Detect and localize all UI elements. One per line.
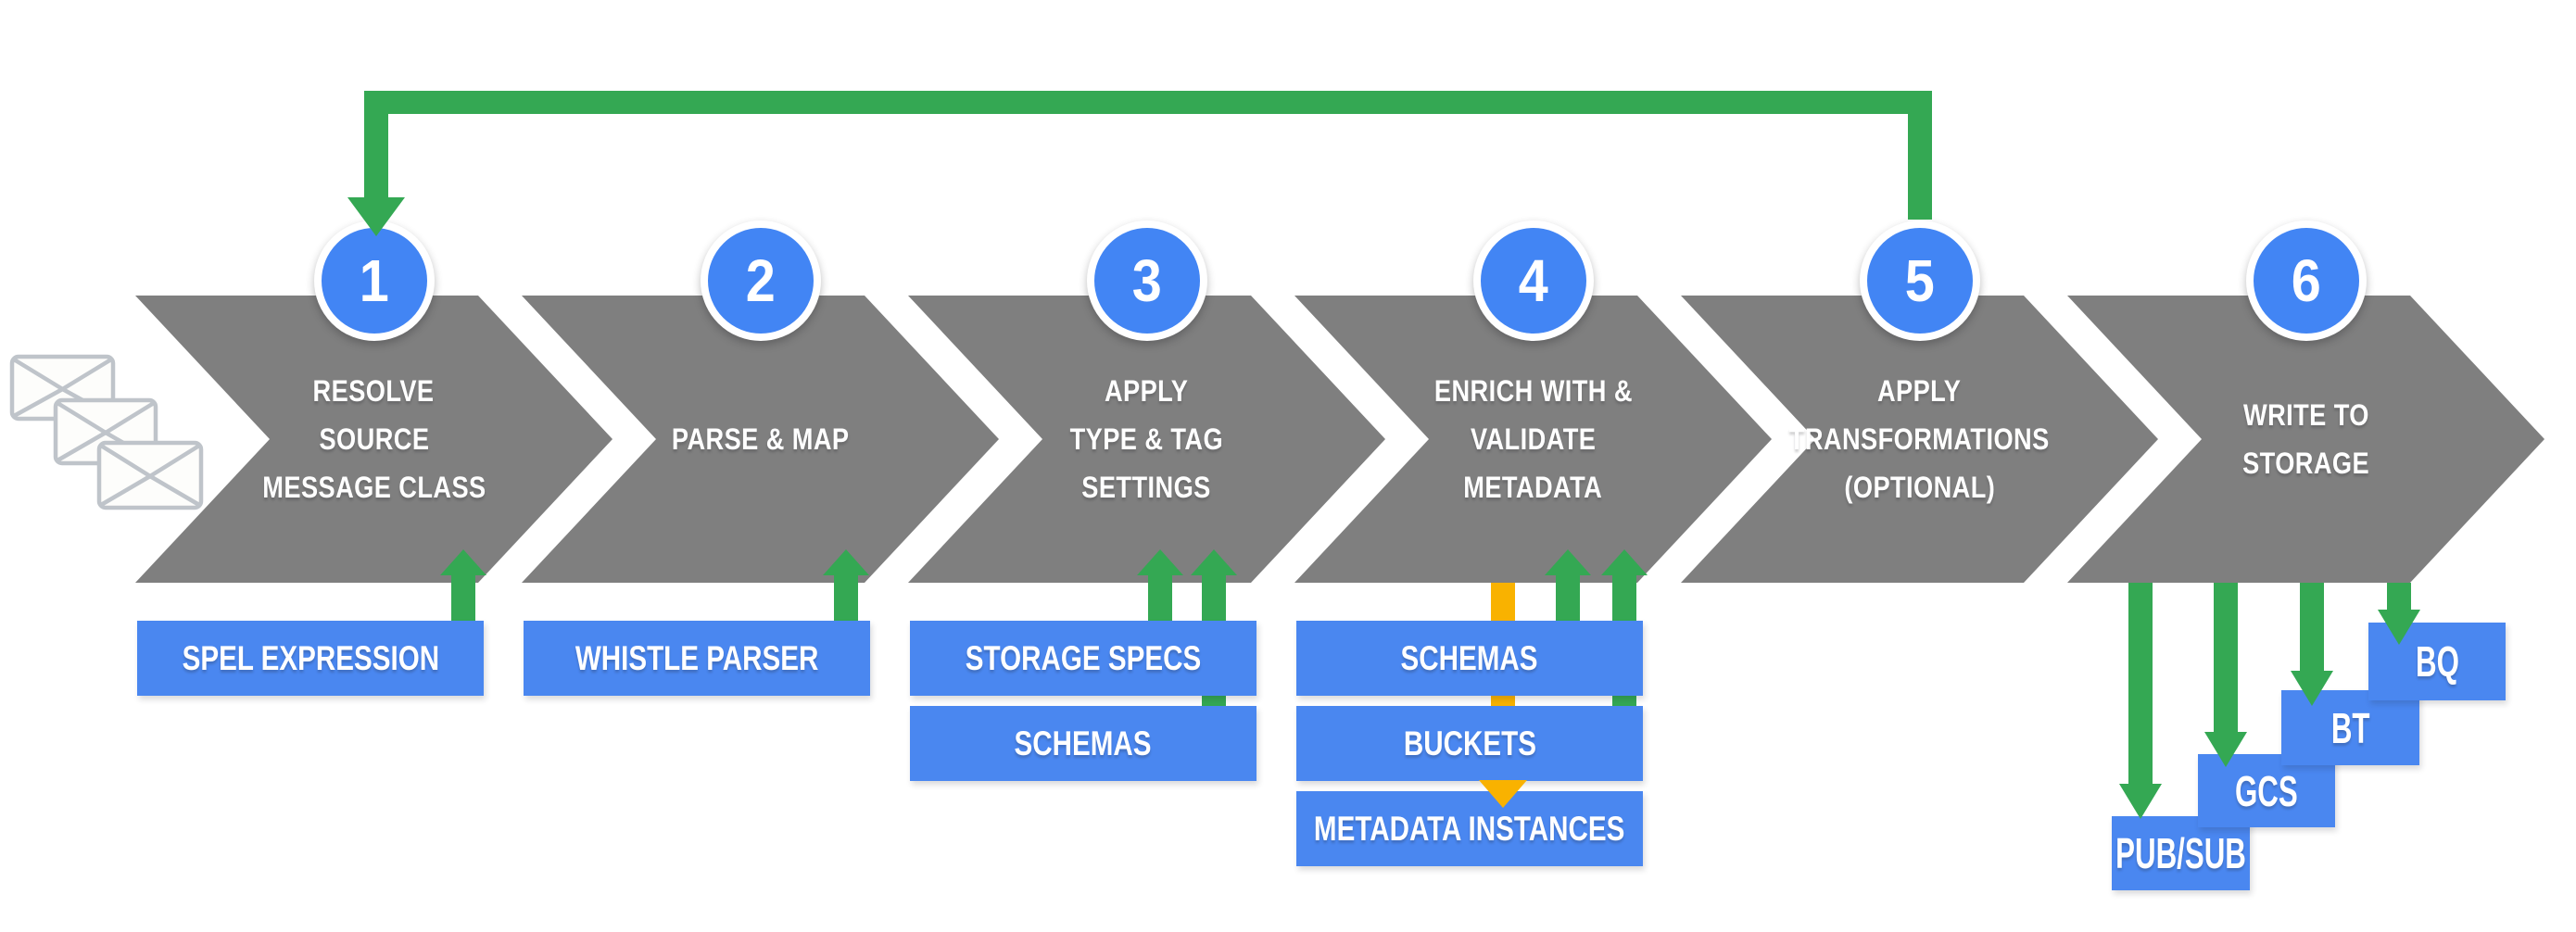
storage-target-gcs: GCS — [2198, 754, 2335, 827]
step-number: 5 — [1904, 247, 1936, 314]
feedback-loop-right-shaft — [1908, 91, 1932, 220]
step-number-badge-2: 2 — [701, 220, 821, 341]
chevron-shape — [908, 296, 1385, 583]
step-number-badge-6: 6 — [2246, 220, 2367, 341]
output-arrow-shaft — [2128, 583, 2153, 784]
step-label-line: TYPE & TAG — [1069, 422, 1224, 456]
resource-box-label: STORAGE SPECS — [965, 638, 1202, 677]
step-number-badge-3: 3 — [1087, 220, 1207, 341]
up-arrowhead-icon — [823, 549, 869, 575]
resource-box-metadata-instances: METADATA INSTANCES — [1296, 791, 1643, 866]
chevron-step-2: PARSE & MAP — [522, 296, 999, 583]
metadata-arrowhead-icon — [1479, 780, 1527, 808]
storage-target-label: BT — [2330, 703, 2370, 752]
resource-box-schemas-step3: SCHEMAS — [910, 706, 1256, 781]
up-arrowhead-icon — [1545, 549, 1591, 575]
output-arrowhead-icon — [2119, 784, 2162, 819]
output-arrow-shaft — [2387, 583, 2411, 610]
step-label-6: WRITE TO STORAGE — [2067, 296, 2544, 583]
step-number: 2 — [745, 247, 777, 314]
storage-target-pubsub: PUB/SUB — [2112, 816, 2250, 890]
step-label-line: (OPTIONAL) — [1844, 471, 1995, 504]
step-label-2: PARSE & MAP — [522, 296, 999, 583]
resource-box-label: METADATA INSTANCES — [1314, 809, 1625, 848]
resource-box-label: SCHEMAS — [1014, 724, 1153, 762]
chevron-step-5: APPLY TRANSFORMATIONS (OPTIONAL) — [1681, 296, 2158, 583]
step-number: 1 — [359, 247, 390, 314]
chevron-shape — [1294, 296, 1772, 583]
chevron-shape — [522, 296, 999, 583]
feedback-loop-arrowhead-icon — [347, 197, 405, 236]
step-label-line: STORAGE — [2242, 447, 2369, 480]
up-arrowhead-icon — [440, 549, 486, 575]
storage-target-label: GCS — [2235, 766, 2298, 815]
chevron-step-4: ENRICH WITH & VALIDATE METADATA — [1294, 296, 1772, 583]
step-label-line: APPLY — [1105, 374, 1189, 408]
step-label-line: RESOLVE — [313, 374, 435, 408]
storage-target-label: BQ — [2415, 637, 2459, 686]
output-arrow-shaft — [2214, 583, 2238, 732]
step-label-line: METADATA — [1463, 471, 1603, 504]
feedback-loop-left-shaft — [364, 91, 388, 197]
chevron-step-1: RESOLVE SOURCE MESSAGE CLASS — [135, 296, 612, 583]
resource-box-whistle-parser: WHISTLE PARSER — [524, 621, 870, 696]
step-label-3: APPLY TYPE & TAG SETTINGS — [908, 296, 1385, 583]
resource-box-buckets: BUCKETS — [1296, 706, 1643, 781]
step-label-line: TRANSFORMATIONS — [1789, 422, 2050, 456]
chevron-shape — [2067, 296, 2544, 583]
resource-box-schemas-step4: SCHEMAS — [1296, 621, 1643, 696]
up-arrowhead-icon — [1601, 549, 1648, 575]
storage-target-label: PUB/SUB — [2115, 829, 2246, 877]
step-number-badge-5: 5 — [1860, 220, 1980, 341]
step-label-line: WRITE TO — [2242, 398, 2369, 432]
step-label-line: VALIDATE — [1470, 422, 1597, 456]
resource-box-spel-expression: SPEL EXPRESSION — [137, 621, 484, 696]
resource-box-label: SCHEMAS — [1400, 638, 1539, 677]
step-number: 4 — [1518, 247, 1549, 314]
step-number-badge-1: 1 — [314, 220, 435, 341]
step-label-line: SOURCE — [319, 422, 429, 456]
step-number-badge-4: 4 — [1473, 220, 1594, 341]
resource-box-label: SPEL EXPRESSION — [182, 638, 439, 677]
step-label-line: ENRICH WITH & — [1433, 374, 1633, 408]
chevron-shape — [1681, 296, 2158, 583]
step-label-5: APPLY TRANSFORMATIONS (OPTIONAL) — [1681, 296, 2158, 583]
chevron-step-6: WRITE TO STORAGE — [2067, 296, 2544, 583]
step-label-line: SETTINGS — [1081, 471, 1212, 504]
step-number: 6 — [2291, 247, 2322, 314]
output-arrowhead-icon — [2378, 610, 2420, 645]
step-number: 3 — [1131, 247, 1163, 314]
chevron-shape — [135, 296, 612, 583]
chevron-step-3: APPLY TYPE & TAG SETTINGS — [908, 296, 1385, 583]
up-arrowhead-icon — [1191, 549, 1237, 575]
envelope-stack-icon — [9, 354, 204, 510]
resource-box-storage-specs: STORAGE SPECS — [910, 621, 1256, 696]
step-label-line: APPLY — [1877, 374, 1962, 408]
resource-box-label: WHISTLE PARSER — [575, 638, 819, 677]
envelope-icon — [96, 440, 204, 510]
step-label-1: RESOLVE SOURCE MESSAGE CLASS — [135, 296, 612, 583]
output-arrow-shaft — [2300, 583, 2324, 671]
resource-box-label: BUCKETS — [1403, 724, 1536, 762]
step-label-line: PARSE & MAP — [671, 422, 850, 456]
up-arrowhead-icon — [1137, 549, 1183, 575]
feedback-loop-top-bar — [364, 91, 1932, 114]
output-arrowhead-icon — [2204, 732, 2247, 767]
step-label-4: ENRICH WITH & VALIDATE METADATA — [1294, 296, 1772, 583]
output-arrowhead-icon — [2291, 671, 2333, 706]
step-label-line: MESSAGE CLASS — [261, 471, 486, 504]
